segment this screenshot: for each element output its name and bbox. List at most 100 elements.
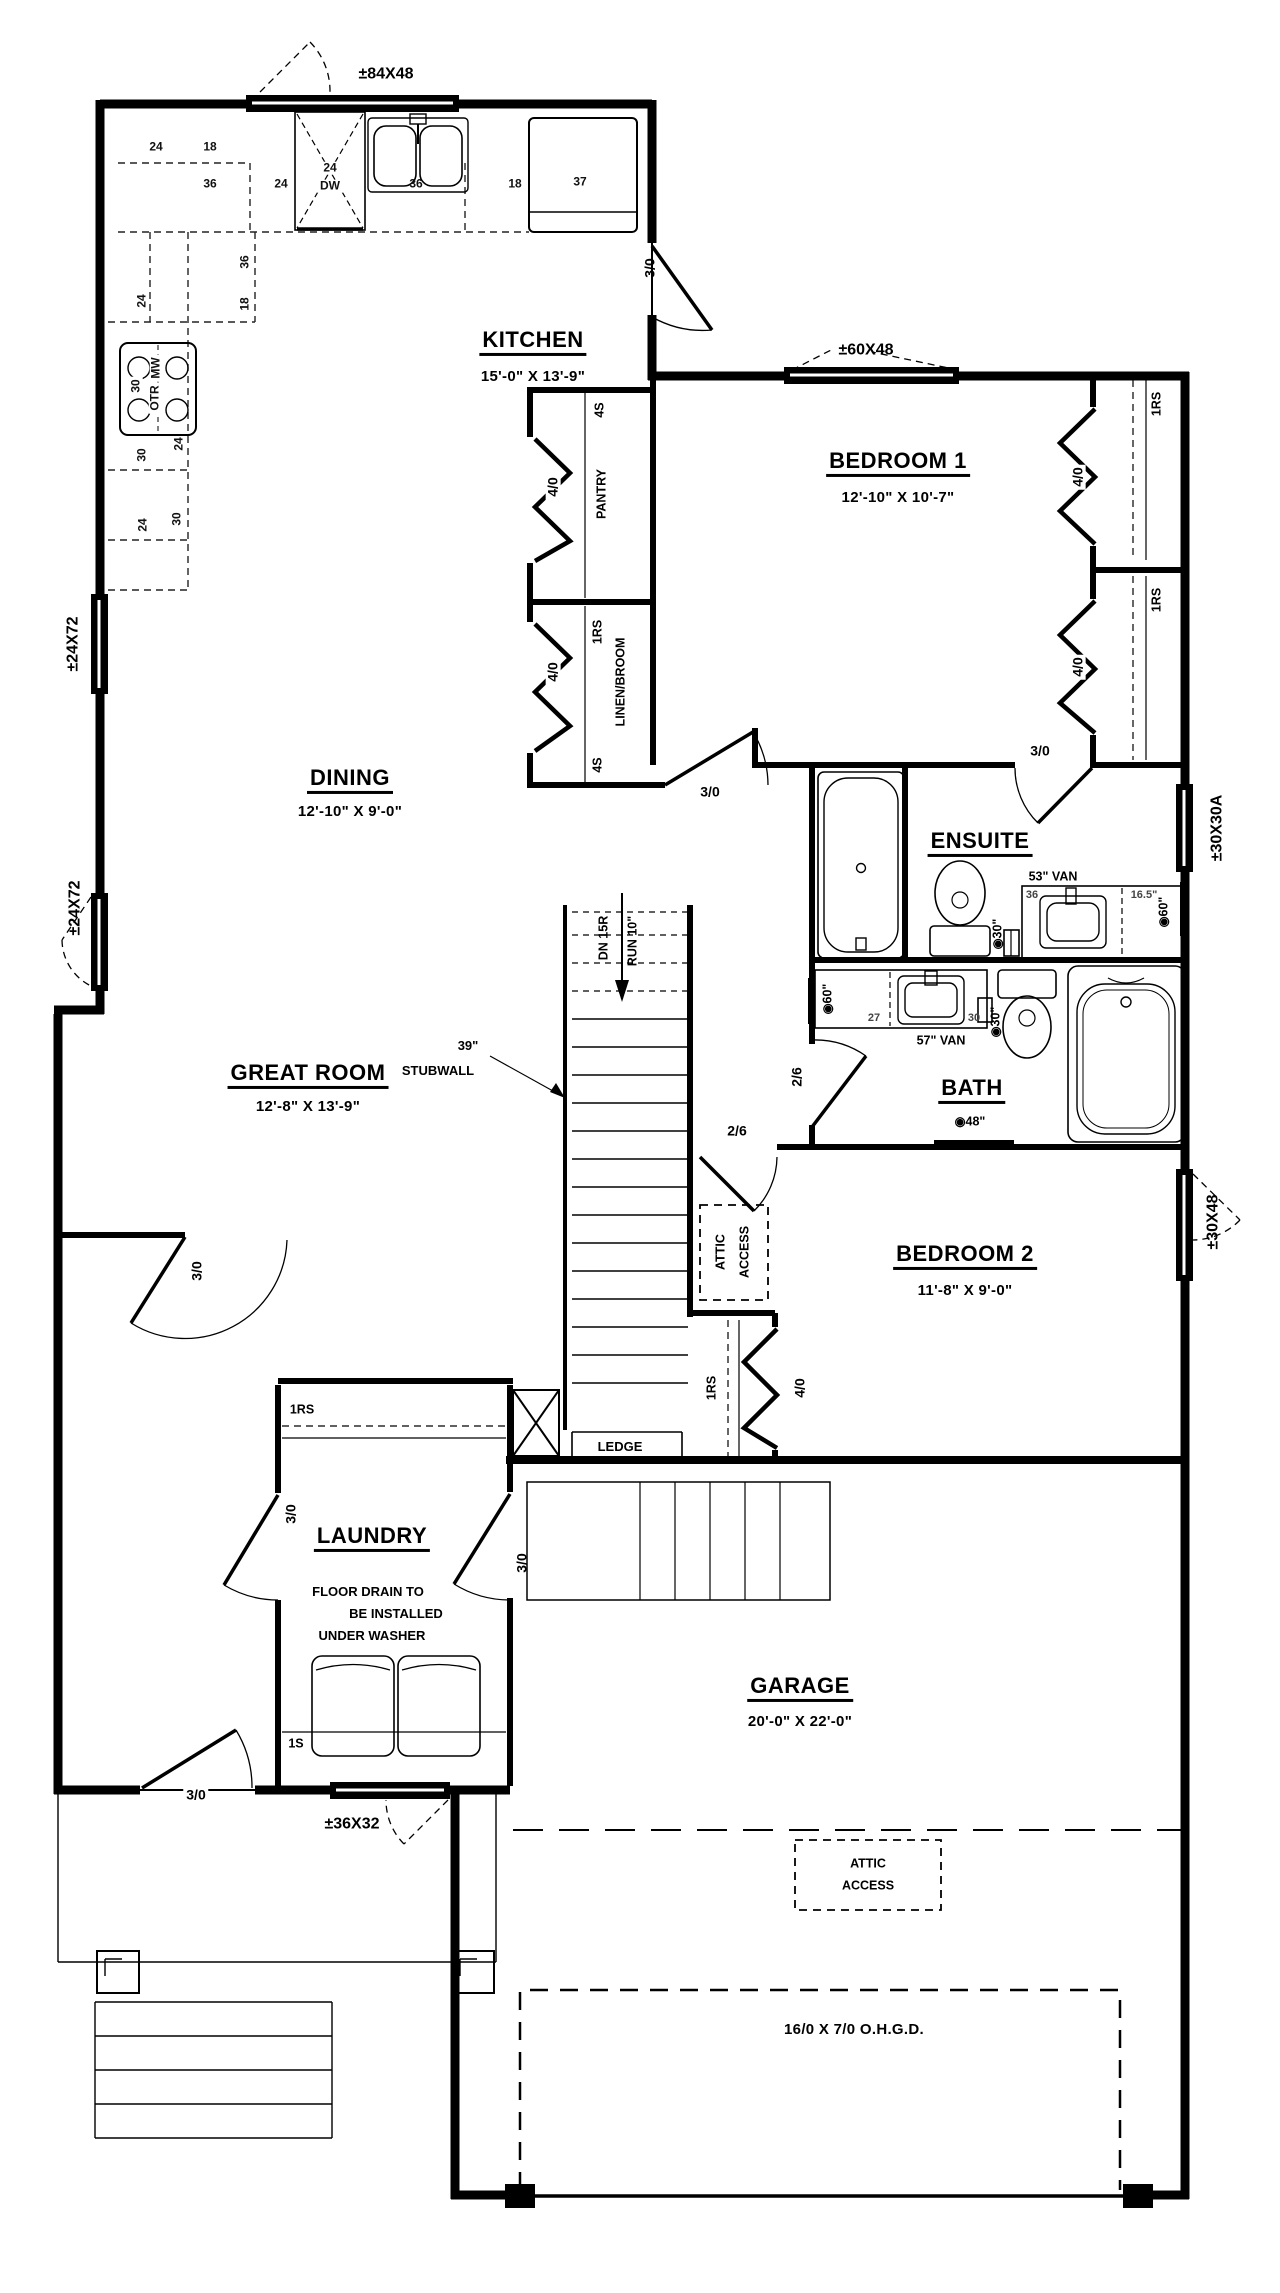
ensuite-vanity-label: 53" VAN (1028, 869, 1078, 884)
linen-shelf-label: 4S (590, 757, 605, 773)
window-label-kitchen: ±84X48 (358, 65, 414, 83)
cab-dim-dw-size: 24 (320, 162, 340, 175)
window-label-great-room: ±24X72 (66, 880, 84, 936)
window-label-dining: ±24X72 (64, 616, 82, 672)
cab-dim: 24 (171, 437, 186, 451)
hall-attic-line2: ACCESS (737, 1225, 752, 1279)
linen-label: LINEN/BROOM (613, 637, 628, 727)
bifold-label-bed2-closet: 4/0 (791, 1378, 808, 1398)
ensuite-fixtures (817, 771, 1187, 959)
door-label-front: 3/0 (183, 1787, 209, 1803)
cab-dim: 24 (135, 518, 150, 532)
door-label-ensuite: 3/0 (1030, 742, 1050, 759)
stairs-dn-label: DN 15R (596, 915, 611, 961)
room-label-bath: BATH (938, 1076, 1006, 1105)
cab-dim: 24 (149, 139, 163, 154)
cab-dim: 30 (134, 448, 149, 462)
bath-towelbar-48: ◉48" (954, 1114, 986, 1129)
cab-dim: 24 (274, 176, 288, 191)
window-label-bedroom1: ±60X48 (838, 341, 894, 359)
room-dims-bedroom1: 12'-10" X 10'-7" (841, 489, 955, 507)
bath-vanity-dim30: 30 (967, 1012, 981, 1025)
bath-vanity-label: 57" VAN (916, 1033, 966, 1048)
room-dims-dining: 12'-10" X 9'-0" (297, 803, 403, 821)
bath-towelbar-30: ◉30" (988, 1006, 1003, 1038)
room-dims-kitchen: 15'-0" X 13'-9" (480, 368, 586, 386)
dishwasher-label: DW (317, 180, 343, 193)
door-label-bath: 2/6 (788, 1067, 805, 1087)
bifold-label-bed1-closet1: 4/0 (1070, 464, 1086, 490)
room-dims-great-room: 12'-8" X 13'-9" (255, 1098, 361, 1116)
bed2-closet-rod-label: 1RS (704, 1375, 719, 1401)
room-label-kitchen: KITCHEN (479, 328, 587, 357)
otr-label: OTR (148, 382, 162, 414)
cab-dim: 18 (203, 139, 217, 154)
bifold-doors (531, 407, 1099, 1450)
bath-towelbar-60: ◉60" (820, 983, 835, 1015)
stairs (489, 893, 688, 1460)
bifold-label-linen: 4/0 (545, 659, 561, 685)
door-label-bedroom2: 2/6 (727, 1122, 747, 1139)
kitchen-fixtures (119, 111, 638, 436)
room-dims-garage: 20'-0" X 22'-0" (747, 1713, 853, 1731)
cab-dim: 18 (508, 176, 522, 191)
fridge-dim: 37 (570, 176, 590, 189)
room-dims-bedroom2: 11'-8" X 9'-0" (917, 1282, 1013, 1300)
ensuite-towelbar-60: ◉60" (1156, 896, 1171, 928)
laundry-fixtures (311, 1655, 481, 1757)
ensuite-vanity-dim165: 16.5" (1130, 889, 1158, 902)
bath-vanity-dim27: 27 (867, 1012, 881, 1025)
hall-attic-line1: ATTIC (713, 1234, 728, 1270)
garage-details (505, 1481, 1183, 2208)
bifold-label-bed1-closet2: 4/0 (1070, 654, 1086, 680)
cab-dim: 18 (237, 297, 252, 311)
door-label-entry: 3/0 (188, 1261, 205, 1281)
room-label-bedroom2: BEDROOM 2 (893, 1242, 1037, 1271)
pantry-label: PANTRY (594, 469, 609, 519)
door-label-laundry-garage: 3/0 (513, 1553, 530, 1573)
stubwall-size: 39" (457, 1038, 479, 1054)
window-label-entry: ±36X32 (324, 1815, 380, 1833)
room-label-laundry: LAUNDRY (313, 1524, 431, 1553)
ohgd-label: 16/0 X 7/0 O.H.G.D. (784, 2021, 924, 2039)
laundry-shelf-label: 1RS (289, 1402, 315, 1417)
pantry-shelf-label: 4S (592, 402, 607, 418)
kitchen-cabinets (108, 162, 529, 591)
closet-rods (282, 380, 1147, 1733)
ensuite-towelbar-30: ◉30" (990, 918, 1005, 950)
room-label-great-room: GREAT ROOM (227, 1061, 389, 1090)
stubwall-label: STUBWALL (401, 1063, 475, 1079)
garage-attic-line1: ATTIC (850, 1856, 886, 1871)
cab-dim: 36 (203, 176, 217, 191)
stairs-run-label: RUN 10" (625, 915, 640, 967)
linen-rod-label: 1RS (590, 619, 605, 645)
door-label-hall: 3/0 (700, 783, 720, 800)
room-label-ensuite: ENSUITE (927, 829, 1033, 858)
floor-drain-note-1: FLOOR DRAIN TO (312, 1584, 424, 1600)
cab-dim: 36 (237, 255, 252, 269)
stove-dim: 30 (129, 376, 143, 396)
door-label-laundry-entry: 3/0 (282, 1504, 299, 1524)
room-label-dining: DINING (307, 766, 393, 795)
attic-access-boxes (699, 1204, 942, 1911)
porch (57, 1792, 497, 2139)
bifold-label-pantry: 4/0 (545, 474, 561, 500)
cab-dim: 24 (134, 294, 149, 308)
chase-box (512, 1389, 560, 1457)
doors (129, 243, 1094, 1791)
ledge-label: LEDGE (597, 1439, 643, 1455)
room-label-garage: GARAGE (747, 1674, 853, 1703)
ensuite-vanity-dim36: 36 (1025, 889, 1039, 902)
windows (91, 95, 1193, 1799)
laundry-s-label: 1S (288, 1736, 304, 1751)
bed1-closet1-rod-label: 1RS (1149, 391, 1164, 417)
window-label-bedroom2: ±30X48 (1204, 1194, 1222, 1250)
bath-fixtures (808, 965, 1186, 1147)
floor-drain-note-2: BE INSTALLED (349, 1606, 443, 1622)
window-swing-dashes (61, 41, 1241, 1845)
cab-dim: 30 (169, 512, 184, 526)
microwave-label: MW (149, 354, 163, 382)
cab-dim: 36 (409, 176, 423, 191)
